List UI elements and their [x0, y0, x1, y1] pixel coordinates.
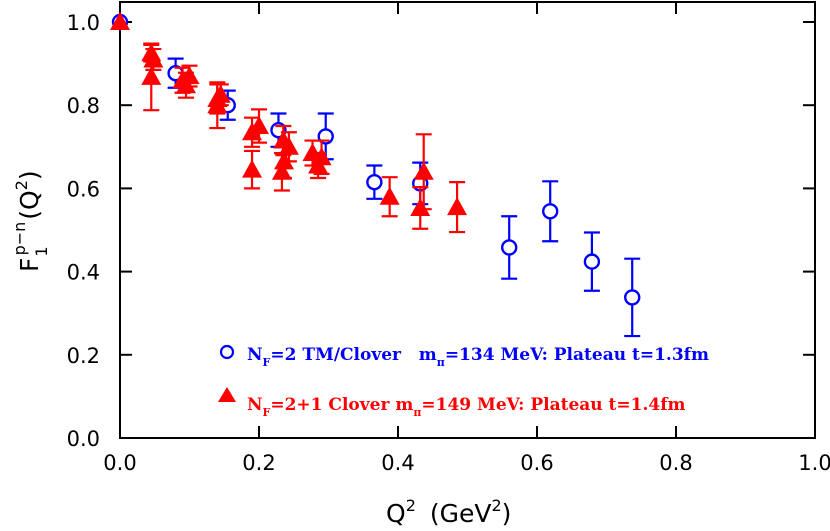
data-point — [207, 81, 228, 130]
data-point — [501, 215, 518, 280]
legend: NF=2 TM/Clover mπ=134 MeV: Plateau t=1.3… — [218, 344, 709, 419]
filled-triangle-marker-icon — [143, 49, 164, 68]
y-tick-label: 0.0 — [67, 427, 100, 451]
data-point — [249, 108, 269, 144]
x-axis-title: Q2(GeV2) — [386, 496, 511, 528]
x-tick-label: 0.2 — [242, 451, 275, 475]
data-point — [542, 180, 559, 243]
x-tick-label: 1.0 — [798, 451, 830, 475]
filled-triangle-marker-icon — [176, 75, 197, 94]
filled-triangle-marker-icon — [308, 155, 329, 174]
plot-frame — [119, 1, 816, 439]
x-tick-label: 0.6 — [520, 451, 553, 475]
filled-triangle-marker-icon — [274, 151, 295, 170]
x-tick-label: 0.4 — [381, 451, 414, 475]
filled-triangle-marker-icon — [447, 197, 468, 216]
series-red-triangles — [110, 12, 468, 234]
filled-triangle-marker-icon — [110, 12, 130, 30]
data-point — [308, 151, 329, 180]
data-point — [413, 133, 434, 211]
open-circle-marker-icon — [624, 289, 641, 306]
legend-item-blue: NF=2 TM/Clover mπ=134 MeV: Plateau t=1.3… — [219, 344, 709, 369]
data-point — [410, 186, 431, 230]
data-point — [447, 181, 468, 234]
filled-triangle-marker-icon — [413, 161, 434, 180]
data-series — [110, 12, 641, 338]
data-point — [366, 164, 383, 200]
filled-triangle-marker-icon — [271, 161, 292, 180]
data-point — [176, 71, 197, 99]
filled-triangle-marker-icon — [379, 186, 400, 205]
legend-label-red: NF=2+1 Clover mπ=149 MeV: Plateau t=1.4f… — [247, 395, 686, 419]
data-point — [271, 151, 292, 192]
data-point — [141, 42, 162, 112]
data-point — [242, 149, 263, 190]
data-point — [379, 176, 400, 218]
y-tick-label: 1.0 — [67, 11, 100, 35]
data-point — [143, 47, 164, 71]
y-tick-label: 0.2 — [67, 344, 100, 368]
axis-ticks: 0.0 0.2 0.4 0.6 0.8 1.0 0.0 0.2 0.4 0.6 0.8 1.0 — [67, 2, 830, 475]
open-circle-marker-icon — [542, 203, 559, 220]
filled-triangle-marker-icon — [141, 66, 162, 85]
open-circle-marker-icon — [219, 344, 235, 360]
plot-border — [119, 1, 816, 439]
data-point — [624, 257, 641, 338]
open-circle-marker-icon — [501, 239, 518, 256]
legend-item-red: NF=2+1 Clover mπ=149 MeV: Plateau t=1.4f… — [218, 387, 686, 419]
x-tick-label: 0.8 — [659, 451, 692, 475]
y-tick-label: 0.8 — [67, 94, 100, 118]
x-tick-label: 0.0 — [103, 451, 136, 475]
legend-label-blue: NF=2 TM/Clover mπ=134 MeV: Plateau t=1.3… — [247, 345, 709, 369]
filled-triangle-marker-icon — [249, 116, 269, 134]
filled-triangle-marker-icon — [410, 197, 431, 216]
filled-triangle-marker-icon — [242, 159, 263, 178]
filled-triangle-marker-icon — [207, 95, 228, 114]
open-circle-marker-icon — [366, 173, 383, 191]
y-axis-title: F1p−n(Q2) — [10, 170, 51, 272]
y-tick-label: 0.6 — [67, 177, 100, 201]
data-point — [583, 231, 601, 292]
open-circle-marker-icon — [583, 253, 601, 270]
data-point — [110, 12, 130, 30]
series-blue-circles — [111, 13, 641, 338]
filled-triangle-marker-icon — [218, 387, 236, 402]
y-tick-label: 0.4 — [67, 261, 100, 285]
